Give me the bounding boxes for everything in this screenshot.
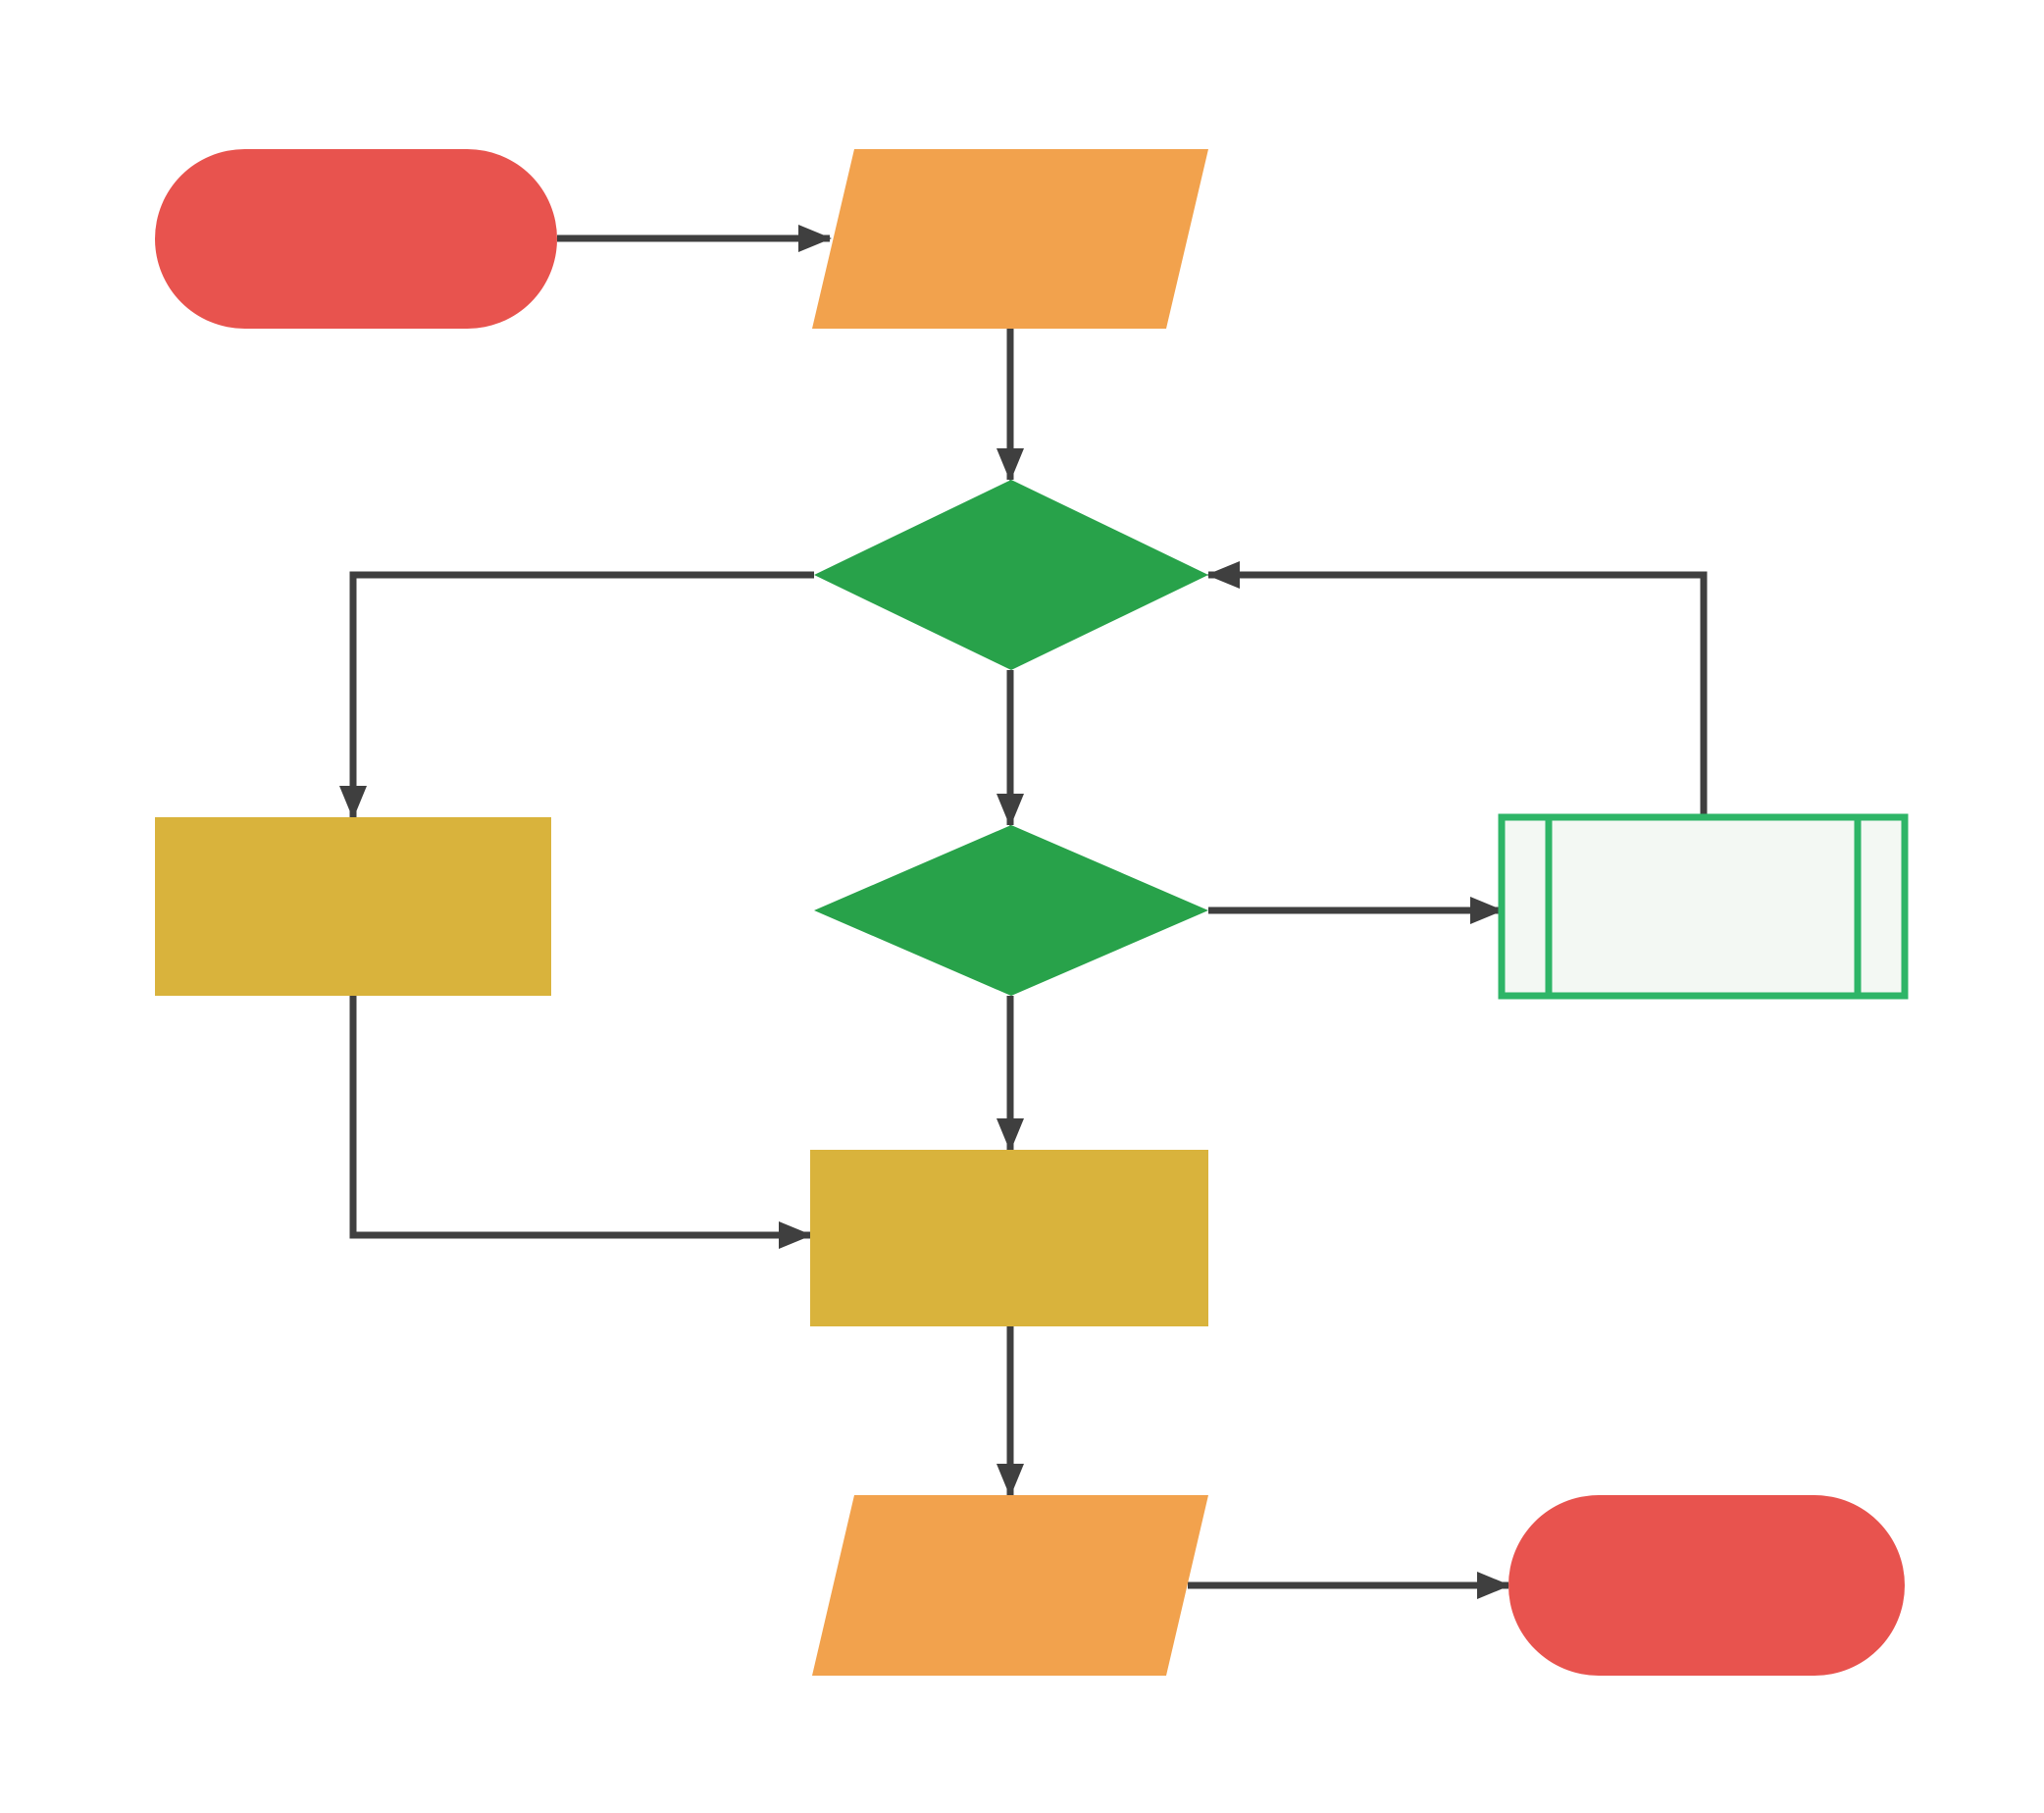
connector-process-left-to-center [349, 996, 812, 1249]
predefined-process [1498, 813, 1909, 1000]
end-terminator [1508, 1495, 1905, 1676]
process-rect-left [155, 817, 551, 996]
connector-predefined-to-decision1 [1206, 561, 1708, 817]
connector-decision1-to-process-left [339, 571, 814, 819]
input-parallelogram [812, 149, 1208, 329]
decision-diamond-2 [814, 825, 1208, 996]
nodes-layer [155, 149, 1909, 1676]
connectors-layer [339, 225, 1708, 1599]
process-rect-center [810, 1150, 1208, 1326]
decision-diamond-1 [814, 480, 1208, 670]
start-terminator [155, 149, 557, 329]
output-parallelogram [812, 1495, 1208, 1676]
